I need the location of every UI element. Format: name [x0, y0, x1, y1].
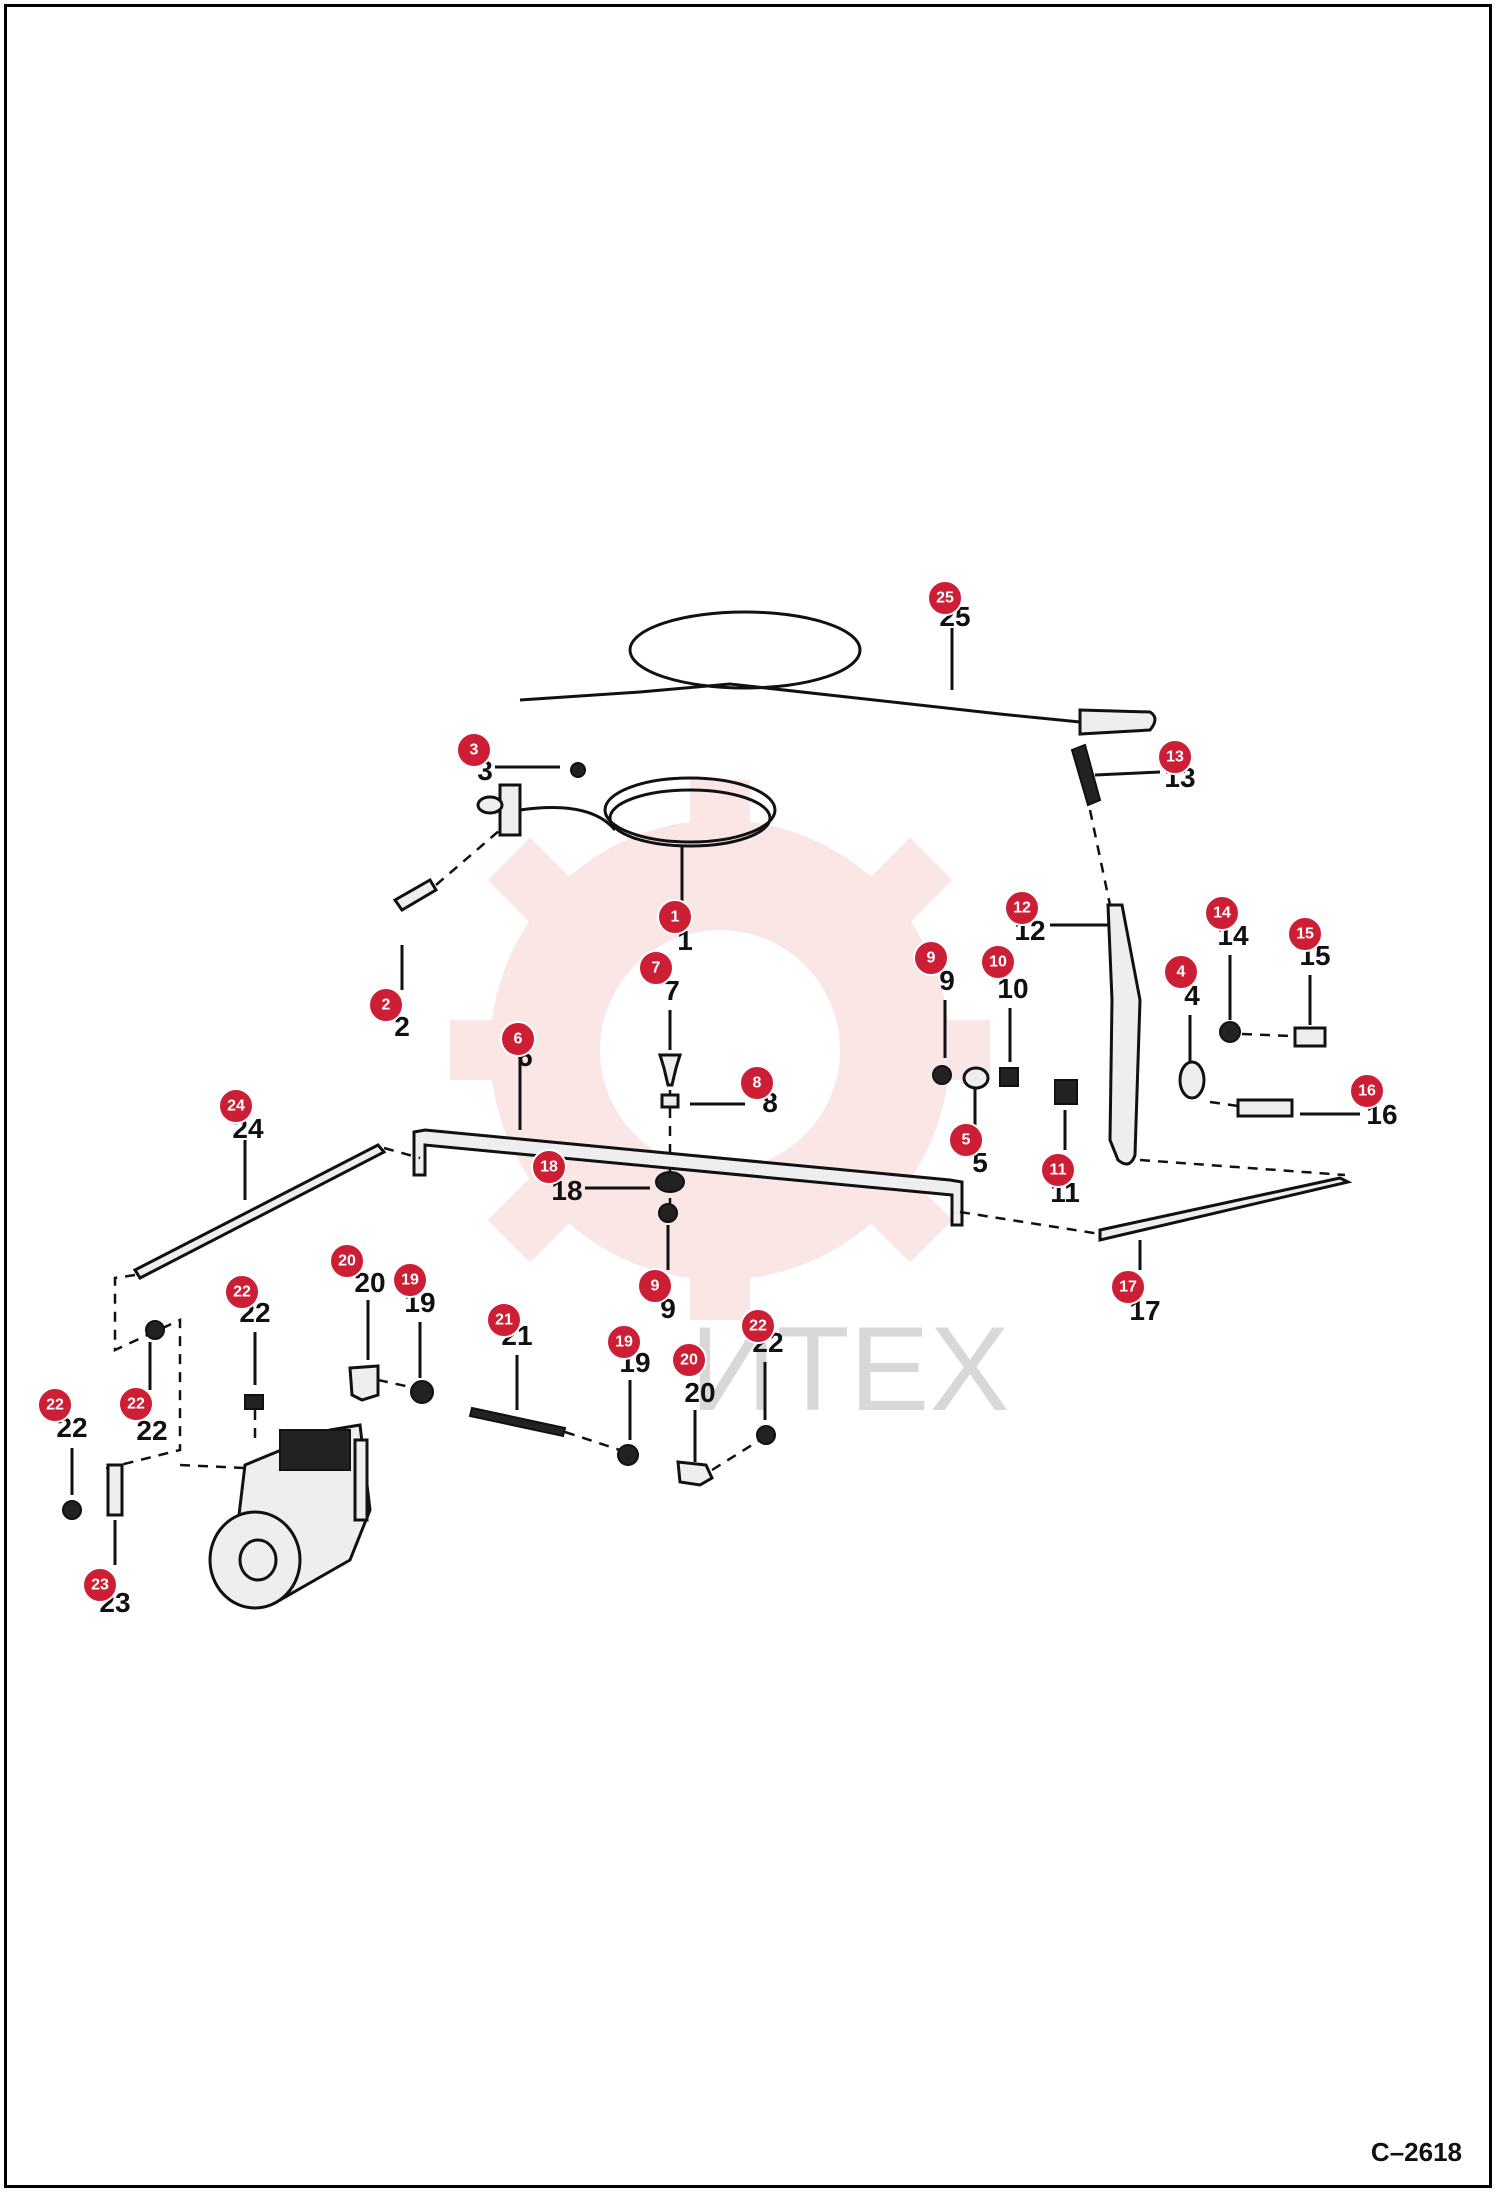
label-20-right: 20 [684, 1377, 715, 1408]
part-22-nut-far-left: 22 [56, 1412, 88, 1520]
callout-11: 11 [1040, 1152, 1076, 1188]
callout-10: 10 [980, 944, 1016, 980]
callout-7: 7 [638, 950, 674, 986]
callout-16: 16 [1349, 1073, 1385, 1109]
part-19-nut-left: 19 [404, 1287, 436, 1404]
svg-text:18: 18 [540, 1159, 558, 1176]
callout-15: 15 [1287, 916, 1323, 952]
callout-17: 17 [1110, 1269, 1146, 1305]
part-25-cable: 25 [519, 601, 1157, 736]
part-12-lever: 12 [1014, 903, 1142, 1166]
callout-14: 14 [1204, 895, 1240, 931]
label-9-top: 9 [939, 965, 955, 996]
part-22-nut-left: 22 [136, 1320, 168, 1446]
svg-text:8: 8 [753, 1075, 762, 1092]
callout-19a: 19 [392, 1262, 428, 1298]
part-3-bracket: 3 [476, 755, 617, 837]
part-19-nut-right: 19 [617, 1347, 651, 1466]
callout-12: 12 [1004, 890, 1040, 926]
callout-2: 2 [368, 987, 404, 1023]
callout-25: 25 [927, 580, 963, 616]
callout-9b: 9 [637, 1268, 673, 1304]
watermark-text: ИТЕХ [690, 1302, 1010, 1436]
svg-text:6: 6 [514, 1031, 523, 1048]
part-2-bolt: 2 [392, 829, 501, 1042]
callout-5: 5 [948, 1122, 984, 1158]
callout-1: 1 [657, 899, 693, 935]
svg-text:19: 19 [401, 1272, 419, 1289]
svg-text:1: 1 [671, 909, 680, 926]
svg-text:3: 3 [470, 742, 479, 759]
svg-text:16: 16 [1358, 1083, 1376, 1100]
svg-text:17: 17 [1119, 1279, 1137, 1296]
svg-text:23: 23 [91, 1577, 109, 1594]
callout-19b: 19 [606, 1324, 642, 1360]
callout-20a: 20 [329, 1243, 365, 1279]
callout-22a: 22 [224, 1274, 260, 1310]
svg-text:9: 9 [651, 1278, 660, 1295]
svg-text:15: 15 [1296, 926, 1314, 943]
svg-text:7: 7 [652, 960, 661, 977]
label-2: 2 [394, 1011, 410, 1042]
part-24-rod: 24 [99, 1113, 421, 1472]
callout-13: 13 [1157, 739, 1193, 775]
part-15-bolt: 15 [1293, 940, 1331, 1048]
svg-text:22: 22 [127, 1396, 145, 1413]
callout-layer: 25 3 13 1 12 14 15 7 9 10 4 2 6 8 16 5 2… [37, 580, 1385, 1603]
svg-text:19: 19 [615, 1334, 633, 1351]
callout-21: 21 [486, 1302, 522, 1338]
part-22-nut-mid: 22 [239, 1297, 271, 1440]
compressor-assembly [179, 1423, 372, 1610]
part-9-top: 9 [932, 965, 955, 1085]
svg-text:24: 24 [227, 1098, 245, 1115]
callout-24: 24 [218, 1088, 254, 1124]
svg-text:25: 25 [936, 590, 954, 607]
svg-text:12: 12 [1013, 900, 1031, 917]
svg-text:22: 22 [233, 1284, 251, 1301]
callout-6: 6 [500, 1021, 536, 1057]
part-16-bolt: 16 [1209, 1098, 1398, 1130]
callout-18: 18 [531, 1149, 567, 1185]
callout-22d: 22 [118, 1386, 154, 1422]
svg-text:9: 9 [927, 950, 936, 967]
callout-20b: 20 [671, 1342, 707, 1378]
part-18-washer: 18 [551, 1171, 685, 1206]
document-reference: C–2618 [1370, 2137, 1462, 2167]
label-7: 7 [664, 975, 680, 1006]
svg-text:22: 22 [749, 1318, 767, 1335]
svg-text:22: 22 [46, 1397, 64, 1414]
part-4-washer: 4 [1178, 980, 1206, 1100]
svg-text:20: 20 [338, 1253, 356, 1270]
callout-9a: 9 [913, 940, 949, 976]
part-11-bushing: 11 [1050, 1079, 1080, 1208]
svg-text:21: 21 [495, 1312, 513, 1329]
svg-text:10: 10 [989, 954, 1007, 971]
part-10-nut: 10 [997, 973, 1029, 1087]
callout-3: 3 [456, 732, 492, 768]
part-7-bolt: 7 [657, 975, 683, 1215]
svg-text:5: 5 [962, 1132, 971, 1149]
svg-text:14: 14 [1213, 905, 1231, 922]
part-14-nut: 14 [1217, 920, 1291, 1043]
callout-8: 8 [739, 1065, 775, 1101]
svg-text:2: 2 [382, 997, 391, 1014]
part-17-rod: 17 [959, 1158, 1353, 1326]
part-20-elbow-right: 20 [676, 1377, 761, 1487]
svg-text:11: 11 [1050, 1162, 1067, 1179]
svg-text:20: 20 [680, 1352, 698, 1369]
svg-text:4: 4 [1177, 964, 1186, 981]
svg-text:13: 13 [1166, 749, 1184, 766]
callout-22b: 22 [740, 1308, 776, 1344]
part-21-stud: 21 [468, 1320, 621, 1452]
callout-22c: 22 [37, 1387, 73, 1423]
callout-23: 23 [82, 1567, 118, 1603]
callout-4: 4 [1163, 954, 1199, 990]
